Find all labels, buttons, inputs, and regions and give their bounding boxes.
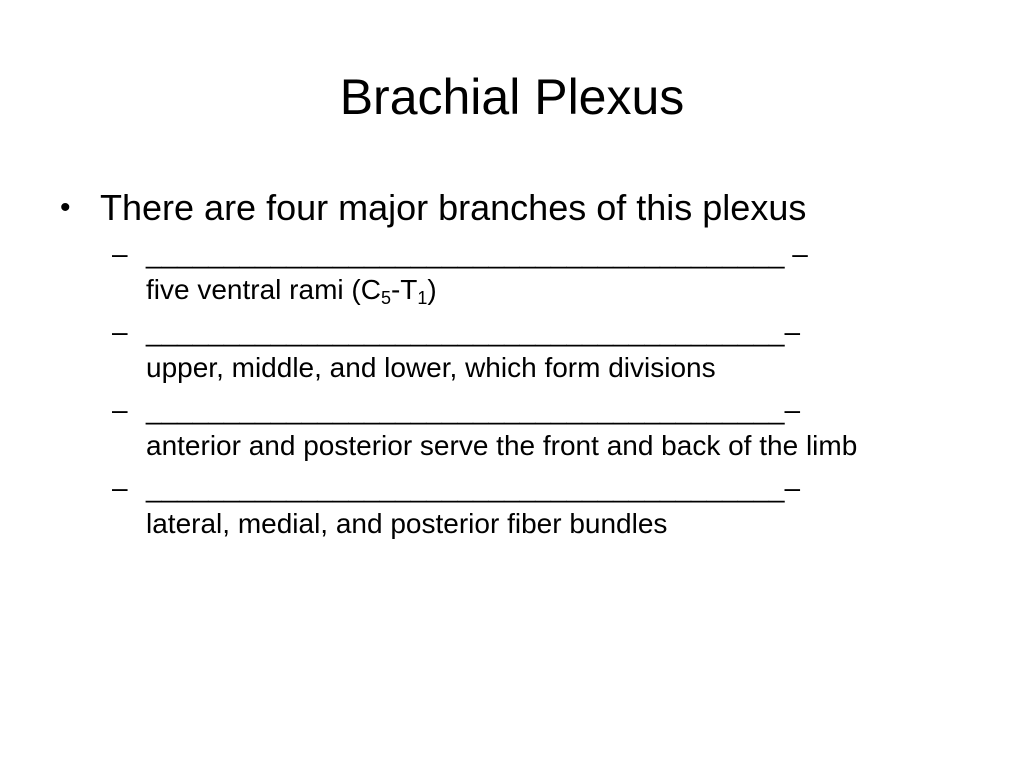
sub-bullet-dash: – xyxy=(112,394,128,425)
fill-in-blank: ________________________________________… xyxy=(146,238,808,269)
fill-in-blank: ________________________________________… xyxy=(146,472,801,503)
text-after: ) xyxy=(427,274,437,305)
slide-title: Brachial Plexus xyxy=(339,69,685,125)
sub-bullet-text: lateral, medial, and posterior fiber bun… xyxy=(146,508,668,539)
sub-bullet-roots: – ______________________________________… xyxy=(56,236,966,308)
slide-body: • There are four major branches of this … xyxy=(56,184,966,548)
main-bullet: • There are four major branches of this … xyxy=(56,184,966,232)
sub-bullet-dash: – xyxy=(112,472,128,503)
fill-in-blank: ________________________________________… xyxy=(146,316,801,347)
subscript-5: 5 xyxy=(380,288,391,308)
text-middle: -T xyxy=(390,274,418,305)
sub-bullet-text: upper, middle, and lower, which form div… xyxy=(146,352,716,383)
fill-in-blank: ________________________________________… xyxy=(146,394,801,425)
sub-bullet-text: anterior and posterior serve the front a… xyxy=(146,430,858,461)
subscript-1: 1 xyxy=(417,288,428,308)
sub-bullet-text: five ventral rami (C5-T1) xyxy=(146,272,966,308)
bullet-marker: • xyxy=(60,191,71,224)
sub-bullet-list: – ______________________________________… xyxy=(56,236,966,542)
sub-bullet-dash: – xyxy=(112,316,128,347)
sub-bullet-divisions: – ______________________________________… xyxy=(56,392,966,464)
sub-bullet-trunks: – ______________________________________… xyxy=(56,314,966,386)
main-bullet-text: There are four major branches of this pl… xyxy=(100,187,807,228)
text-before: five ventral rami (C xyxy=(146,274,381,305)
sub-bullet-dash: – xyxy=(112,238,128,269)
sub-bullet-cords: – ______________________________________… xyxy=(56,470,966,542)
